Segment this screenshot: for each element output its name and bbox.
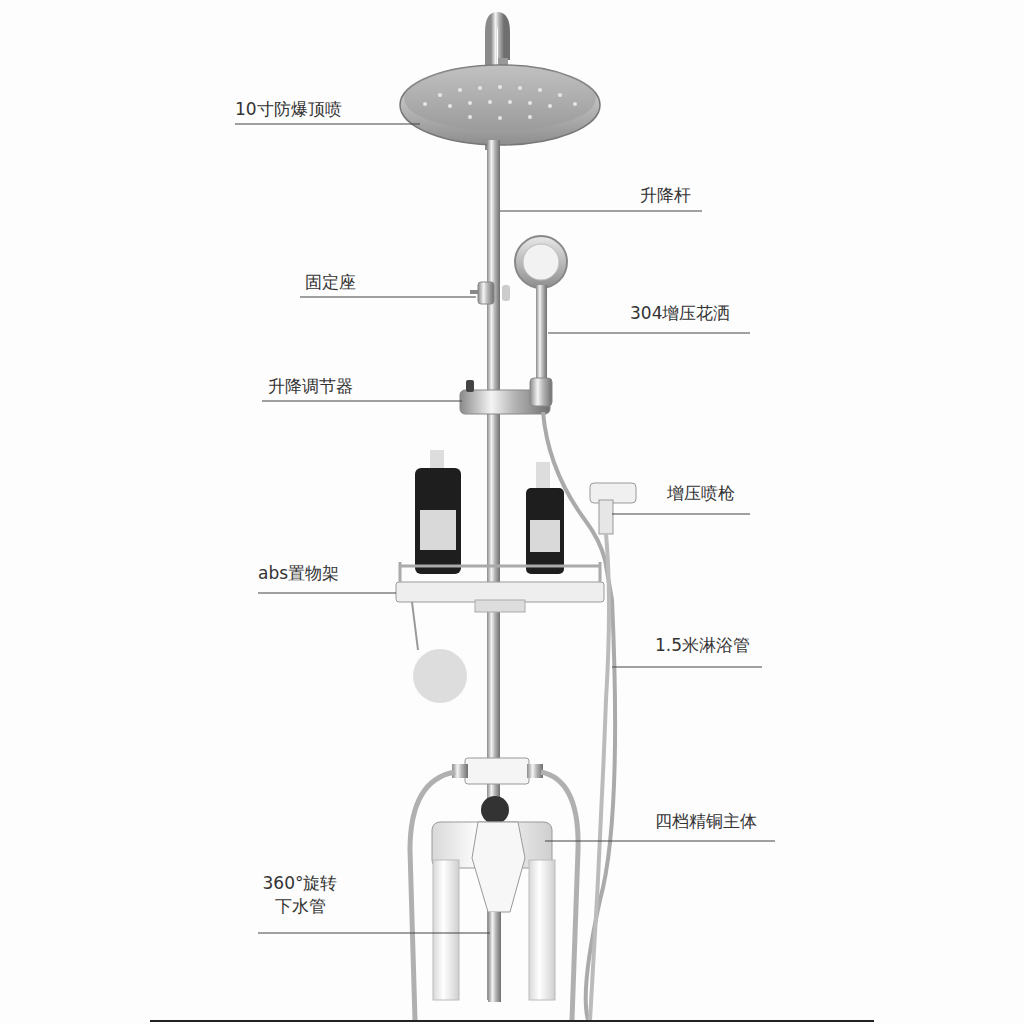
part-label: 固定座	[305, 271, 356, 294]
part-label: 增压喷枪	[667, 482, 735, 505]
part-label: 304增压花洒	[630, 302, 730, 325]
part-label: 四档精铜主体	[655, 810, 757, 833]
part-label: 1.5米淋浴管	[655, 634, 750, 657]
part-label: 升降杆	[640, 184, 691, 207]
part-label: abs置物架	[258, 562, 339, 585]
part-label: 10寸防爆顶喷	[235, 98, 342, 121]
part-label: 360°旋转 下水管	[252, 872, 348, 918]
part-label: 升降调节器	[268, 375, 353, 398]
